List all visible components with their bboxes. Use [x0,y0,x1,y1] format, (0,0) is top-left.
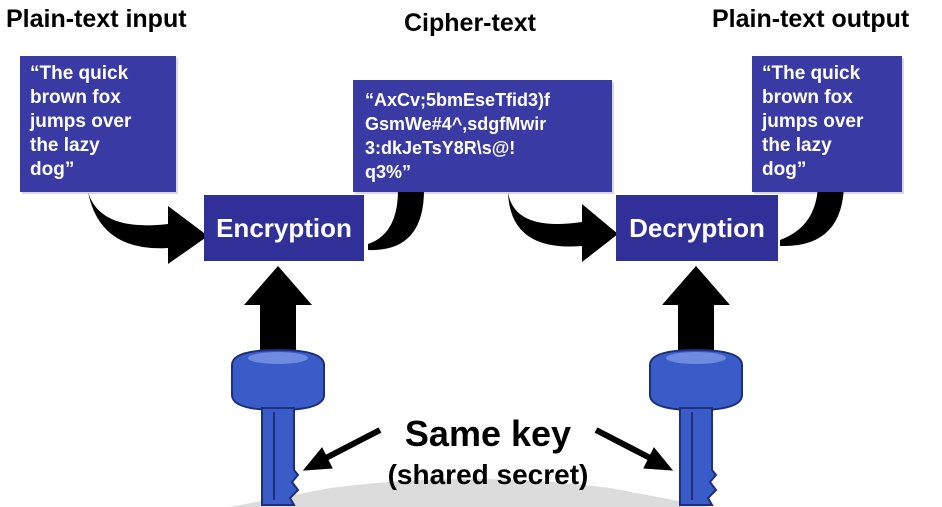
arrow-key-to-decryption [662,266,730,355]
arrow-cipher-to-decryption [508,192,618,262]
arrow-key-to-encryption [244,266,312,355]
ciphertext-heading: Cipher-text [404,9,536,37]
pointer-arrow-right [594,427,674,471]
ciphertext-box: “AxCv;5bmEseTfid3)f GsmWe#4^,sdgfMwir 3:… [353,80,612,192]
decryption-box: Decryption [616,195,778,261]
key-right-icon [649,348,743,506]
shared-secret-caption: (shared secret) [387,459,589,490]
encryption-box: Encryption [204,195,364,261]
plaintext-output-heading: Plain-text output [712,5,910,33]
plaintext-input-box: “The quick brown fox jumps over the lazy… [20,56,176,192]
key-left-icon [231,348,325,506]
plaintext-input-heading: Plain-text input [6,5,187,33]
pointer-arrow-left [302,427,382,471]
arrow-input-to-encryption [88,192,208,264]
plaintext-output-box: “The quick brown fox jumps over the lazy… [752,56,902,192]
same-key-caption: Same key [404,413,572,454]
floor-shadow [230,479,710,507]
